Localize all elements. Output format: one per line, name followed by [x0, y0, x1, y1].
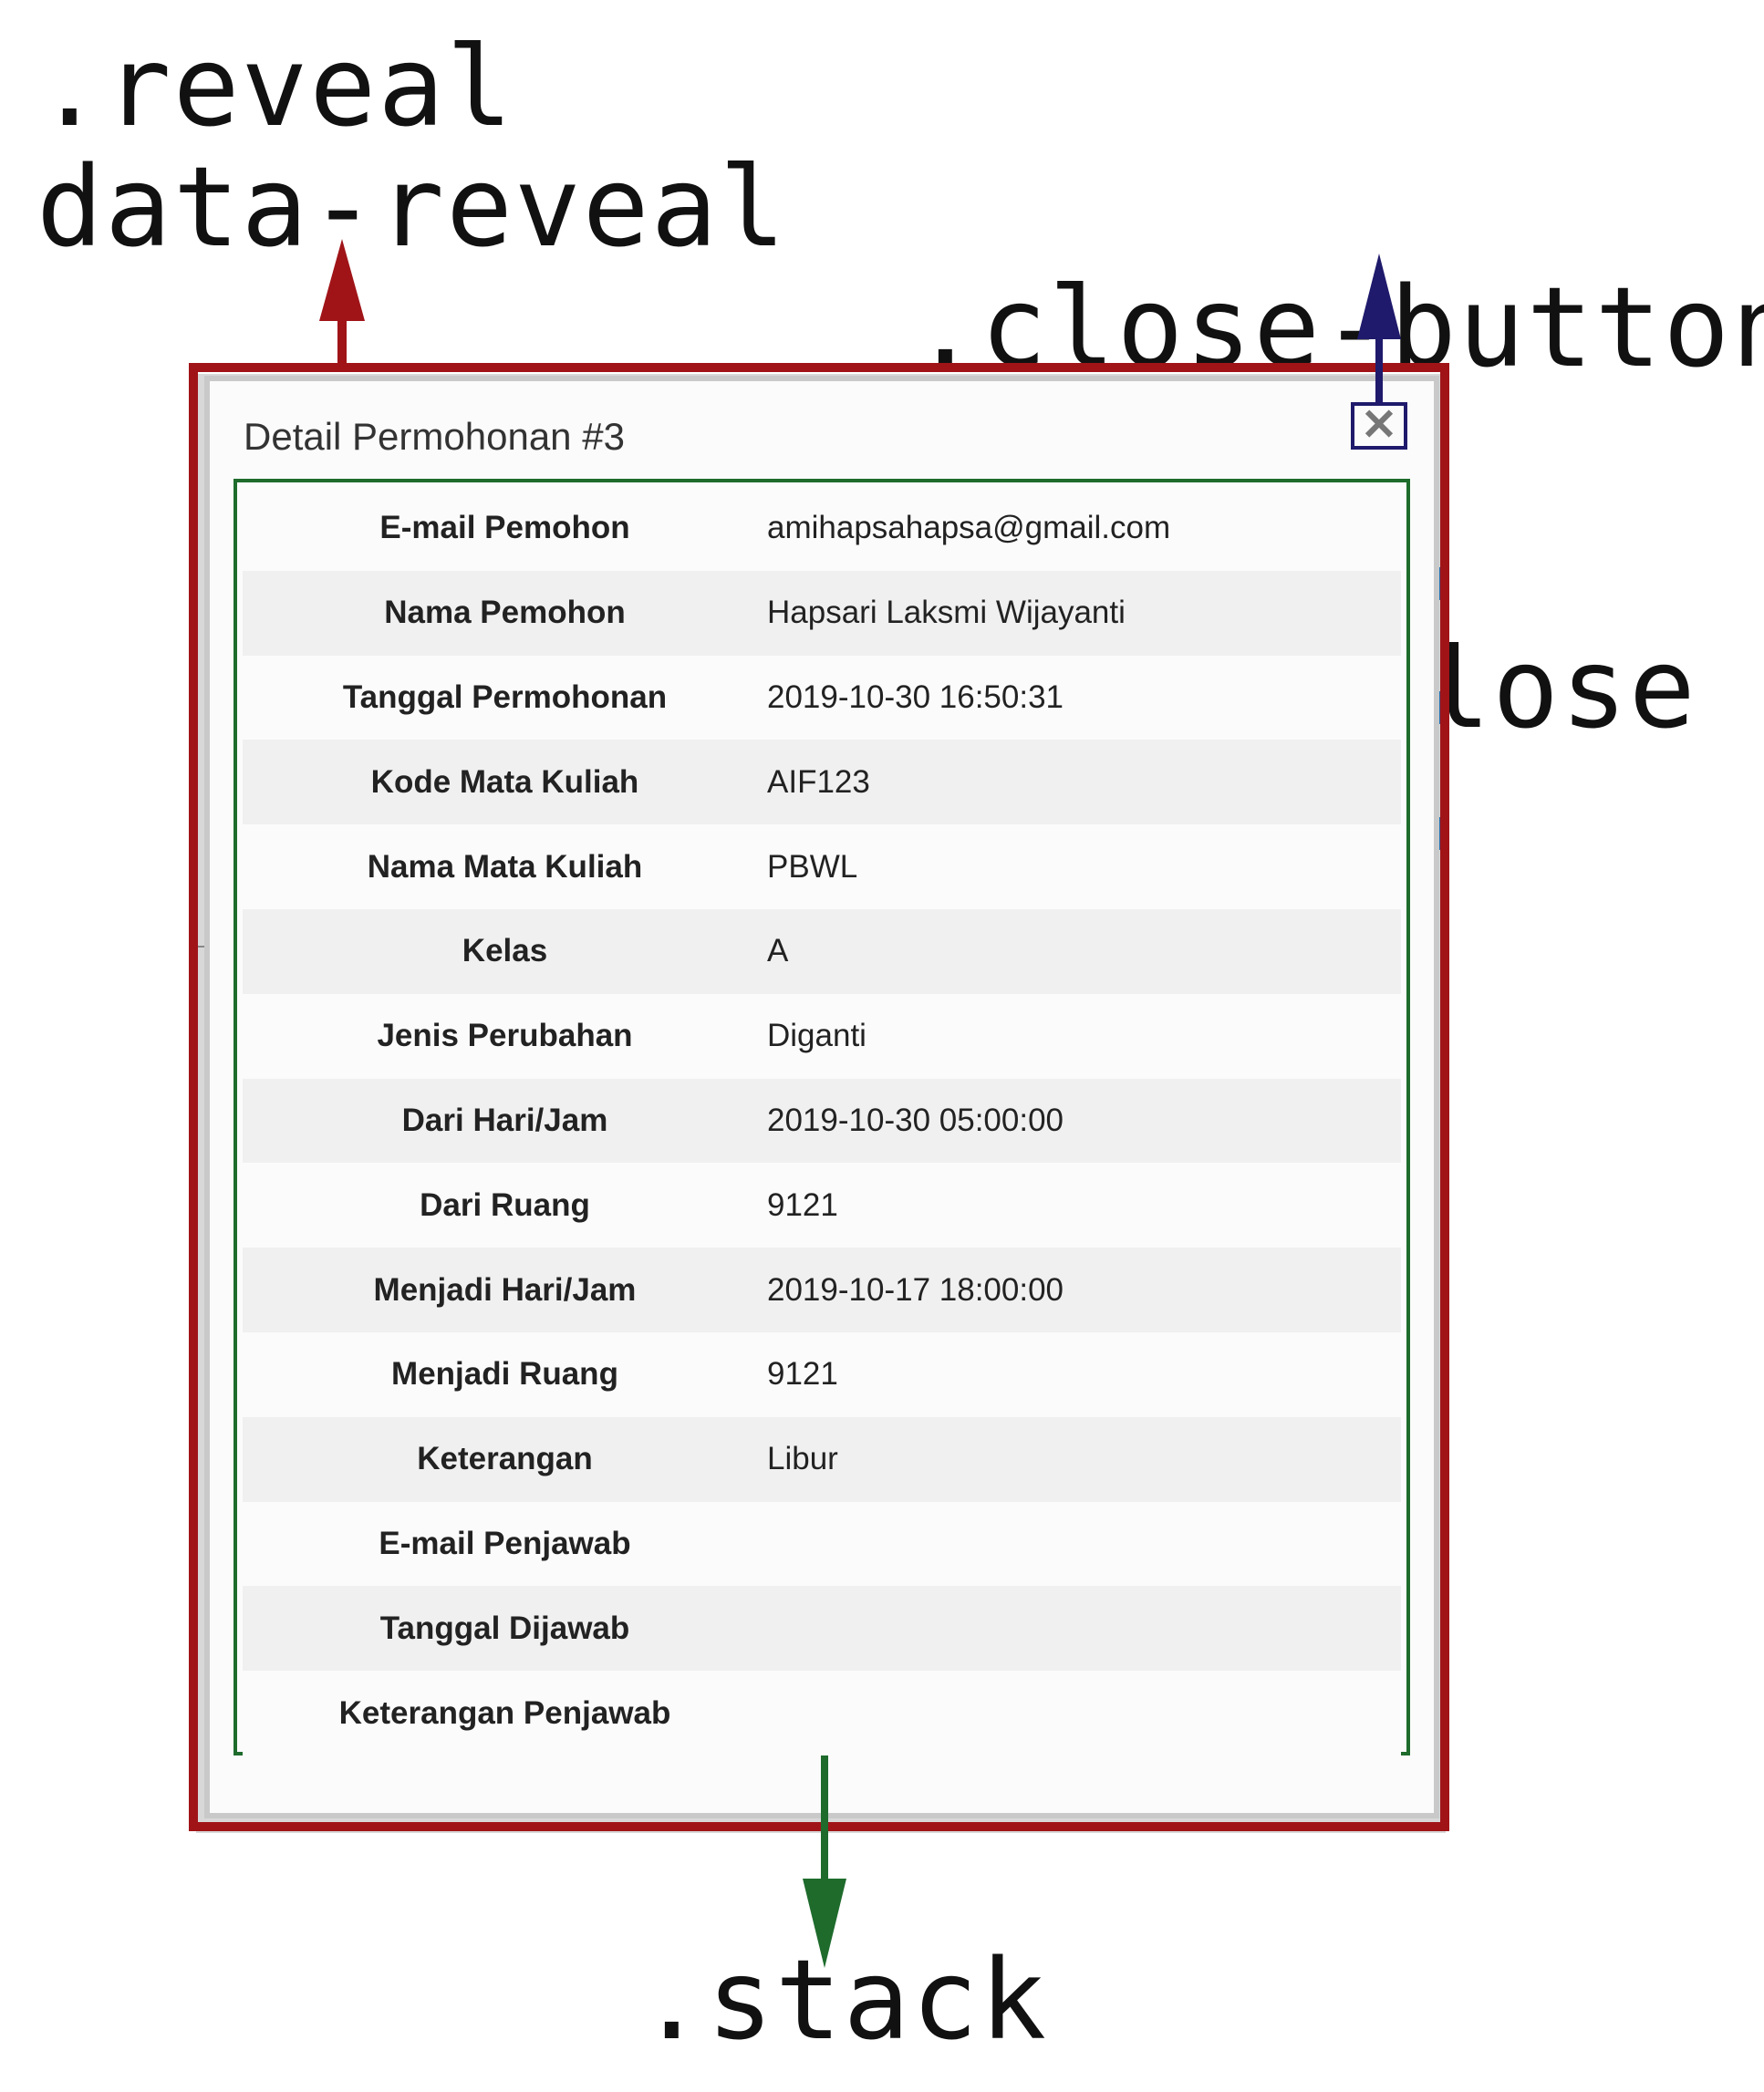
modal-title: Detail Permohonan #3: [244, 415, 625, 458]
reveal-annotation-class: .reveal: [36, 23, 514, 151]
row-value: [767, 1501, 1401, 1587]
row-value: 2019-10-30 16:50:31: [767, 655, 1401, 740]
row-value: A: [767, 908, 1401, 994]
row-label: Menjadi Hari/Jam: [243, 1248, 767, 1332]
row-value: amihapsahapsa@gmail.com: [767, 486, 1401, 571]
table-row: E-mail Penjawab: [243, 1501, 1401, 1587]
row-label: Tanggal Dijawab: [243, 1586, 767, 1672]
row-value: 2019-10-17 18:00:00: [767, 1248, 1401, 1332]
row-value: Diganti: [767, 993, 1401, 1079]
row-value: AIF123: [767, 740, 1401, 825]
row-label: Nama Mata Kuliah: [243, 824, 767, 909]
row-label: E-mail Penjawab: [243, 1501, 767, 1587]
row-value: [767, 1586, 1401, 1672]
row-value: Libur: [767, 1416, 1401, 1502]
background-divider: [196, 946, 207, 948]
row-value: 2019-10-30 05:00:00: [767, 1078, 1401, 1164]
reveal-highlight-box: [189, 363, 1449, 1831]
row-value: Hapsari Laksmi Wijayanti: [767, 570, 1401, 656]
reveal-annotation-attr: data-reveal: [36, 143, 788, 272]
row-label: Keterangan: [243, 1416, 767, 1502]
close-icon: ✕: [1360, 401, 1398, 450]
table-row: Tanggal Dijawab: [243, 1586, 1401, 1672]
reveal-annotation: .reveal data-reveal: [36, 27, 787, 268]
row-label: Kode Mata Kuliah: [243, 740, 767, 825]
row-label: Tanggal Permohonan: [243, 655, 767, 740]
row-value: PBWL: [767, 824, 1401, 909]
row-label: Nama Pemohon: [243, 570, 767, 656]
table-row: Keterangan Penjawab: [243, 1671, 1401, 1755]
row-label: Kelas: [243, 908, 767, 994]
row-label: Dari Ruang: [243, 1163, 767, 1248]
row-label: Menjadi Ruang: [243, 1331, 767, 1417]
row-label: E-mail Pemohon: [243, 486, 767, 571]
stack-annotation: .stack: [638, 1936, 1049, 2065]
row-value: [767, 1671, 1401, 1755]
row-value: 9121: [767, 1163, 1401, 1248]
row-label: Dari Hari/Jam: [243, 1078, 767, 1164]
row-value: 9121: [767, 1331, 1401, 1417]
close-button[interactable]: ✕: [1351, 402, 1407, 450]
row-label: Keterangan Penjawab: [243, 1671, 767, 1755]
row-label: Jenis Perubahan: [243, 993, 767, 1079]
